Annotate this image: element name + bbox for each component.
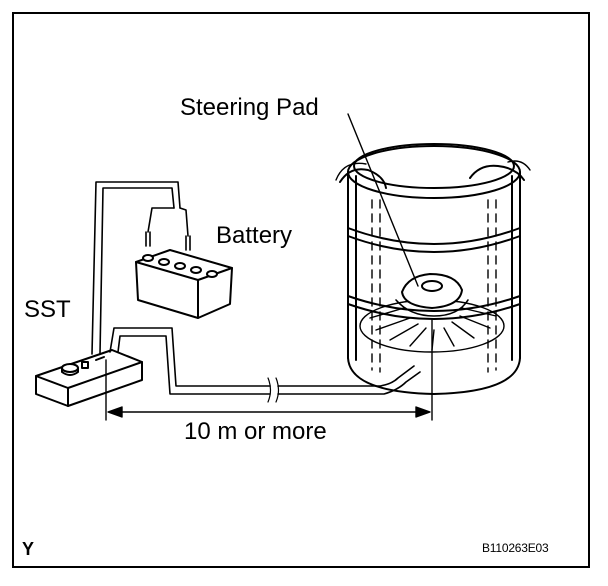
sst-pad-cable bbox=[109, 327, 421, 403]
drum-container bbox=[335, 143, 531, 395]
steering-pad-leader bbox=[347, 113, 419, 287]
distance-dimension bbox=[105, 319, 433, 421]
sst-label: SST bbox=[24, 296, 71, 323]
corner-mark: Y bbox=[22, 539, 35, 559]
battery-box bbox=[135, 249, 233, 319]
sst-device bbox=[35, 349, 143, 407]
steering-pad bbox=[395, 273, 469, 317]
battery-label: Battery bbox=[216, 222, 293, 249]
figure-frame bbox=[12, 12, 590, 568]
steering-pad-label: Steering Pad bbox=[180, 94, 319, 121]
figure-code: B110263E03 bbox=[482, 541, 549, 555]
sst-battery-cable bbox=[91, 181, 191, 355]
distance-label: 10 m or more bbox=[184, 418, 327, 445]
